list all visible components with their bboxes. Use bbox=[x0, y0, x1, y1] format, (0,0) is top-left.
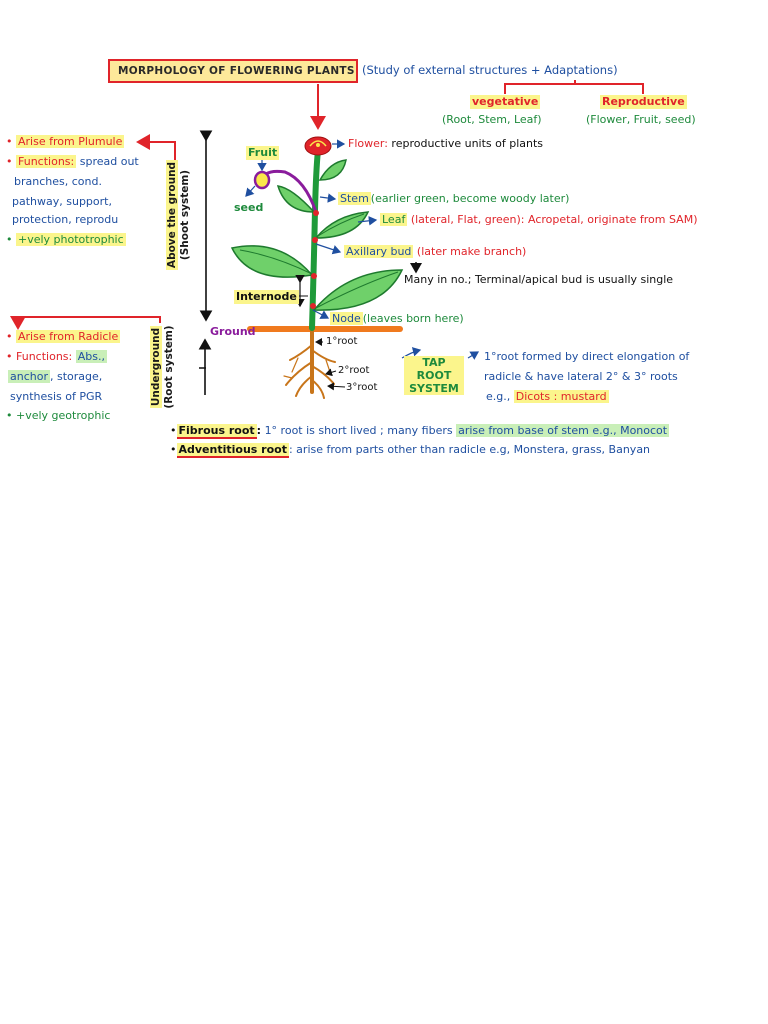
node-name: Node bbox=[330, 312, 363, 325]
above-ground-line1: Above the ground bbox=[166, 159, 178, 271]
underground-line2: (Root system) bbox=[163, 325, 175, 409]
tap-root-line1: 1°root formed by direct elongation of bbox=[484, 350, 690, 363]
root-tropism: • +vely geotrophic bbox=[6, 409, 111, 422]
tap-root-eg: e.g., bbox=[486, 390, 511, 403]
nodes bbox=[310, 210, 319, 309]
shoot-functions-line2: branches, cond. bbox=[14, 175, 102, 188]
root1-label: 1°root bbox=[326, 336, 358, 347]
adventitious-root-note: •Adventitious root: arise from parts oth… bbox=[170, 443, 651, 458]
root-tropism-text: +vely geotrophic bbox=[16, 409, 111, 422]
axillary-bud-label: Axillary bud (later make branch) bbox=[344, 245, 526, 259]
seed-label: seed bbox=[234, 201, 264, 214]
reproductive-items: (Flower, Fruit, seed) bbox=[586, 113, 696, 126]
leaf-desc: (lateral, Flat, green): bbox=[410, 213, 525, 226]
stem-label: Stem(earlier green, become woody later) bbox=[338, 192, 569, 206]
root-functions: • Functions: Abs., bbox=[6, 350, 107, 363]
adventitious-root-name: Adventitious root bbox=[176, 443, 289, 458]
shoot-functions: • Functions: spread out bbox=[6, 155, 139, 168]
stem-desc: (earlier green, become woody later) bbox=[370, 192, 570, 205]
axillary-name: Axillary bud bbox=[344, 245, 414, 258]
vegetative-items: (Root, Stem, Leaf) bbox=[442, 113, 542, 126]
shoot-functions-line3: pathway, support, bbox=[12, 195, 112, 208]
root-system bbox=[283, 328, 336, 399]
leaf-label: Leaf (lateral, Flat, green): Acropetal, … bbox=[380, 213, 697, 227]
root-abs: Abs., bbox=[75, 350, 107, 363]
flower-label: Flower: reproductive units of plants bbox=[348, 137, 543, 151]
shoot-arise: • Arise from Plumule bbox=[6, 135, 125, 148]
page-title: MORPHOLOGY OF FLOWERING PLANTS bbox=[118, 65, 355, 77]
leaves bbox=[230, 159, 404, 311]
node-label: Node(leaves born here) bbox=[330, 312, 464, 326]
fibrous-root-name: Fibrous root bbox=[176, 424, 257, 439]
tap-root-dicots: Dicots : mustard bbox=[513, 390, 609, 403]
root-arise: • Arise from Radicle bbox=[6, 330, 121, 343]
fibrous-root-note: •Fibrous root: 1° root is short lived ; … bbox=[170, 424, 670, 439]
fruit bbox=[253, 170, 271, 190]
node-desc: (leaves born here) bbox=[362, 312, 464, 325]
root3-label: 3°root bbox=[346, 382, 378, 393]
root-to-radicle-arrow bbox=[10, 316, 161, 330]
leaf-name: Leaf bbox=[380, 213, 408, 226]
root-functions-label: Functions: bbox=[16, 350, 73, 363]
fibrous-desc: 1° root is short lived ; many fibers bbox=[264, 424, 453, 437]
many-in-number-note: Many in no.; Terminal/apical bud is usua… bbox=[404, 273, 674, 286]
fruit-branch bbox=[265, 169, 318, 213]
internode-label: Internode bbox=[234, 290, 299, 304]
vegetative-label: vegetative bbox=[470, 95, 541, 109]
underground-line1: Underground bbox=[150, 325, 162, 409]
shoot-tropism-text: +vely phototrophic bbox=[16, 233, 126, 246]
fibrous-highlight: arise from base of stem e.g., Monocot bbox=[456, 424, 670, 437]
adventitious-desc: : arise from parts other than radicle e.… bbox=[288, 443, 651, 456]
shoot-functions-label: Functions: bbox=[16, 155, 77, 168]
root-anchor: anchor bbox=[8, 370, 50, 383]
above-ground-line2: (Shoot system) bbox=[179, 169, 191, 261]
title-subtitle: (Study of external structures + Adaptati… bbox=[362, 63, 618, 77]
above-ground-label: Above the ground (Shoot system) bbox=[166, 140, 192, 290]
flower bbox=[304, 136, 332, 156]
shoot-tropism: • +vely phototrophic bbox=[6, 233, 126, 246]
shoot-arise-text: Arise from Plumule bbox=[16, 135, 125, 148]
title-box: MORPHOLOGY OF FLOWERING PLANTS bbox=[108, 59, 358, 83]
tap-root-label-line2: SYSTEM bbox=[409, 382, 459, 395]
leaf-left-upper bbox=[276, 185, 316, 213]
tap-root-example: e.g., Dicots : mustard bbox=[486, 390, 609, 404]
shoot-functions-line1: spread out bbox=[79, 155, 139, 168]
leaf-left-large bbox=[230, 245, 314, 278]
leaf-right-large bbox=[312, 269, 404, 311]
root-storage: , storage, bbox=[49, 370, 103, 383]
tap-root-line2: radicle & have lateral 2° & 3° roots bbox=[484, 370, 678, 383]
tap-root-label-line1: TAP ROOT bbox=[416, 356, 452, 382]
root-synthesis: synthesis of PGR bbox=[10, 390, 103, 403]
leaf-right-mid bbox=[314, 211, 370, 239]
shoot-functions-line4: protection, reprodu bbox=[12, 213, 119, 226]
tap-root-label: TAP ROOT SYSTEM bbox=[404, 356, 464, 395]
leaf-top-right bbox=[318, 159, 347, 181]
stem-name: Stem bbox=[338, 192, 371, 205]
leaf-extra: Acropetal, originate from SAM) bbox=[528, 213, 698, 226]
underground-bracket bbox=[199, 340, 206, 395]
root-arise-text: Arise from Radicle bbox=[16, 330, 121, 343]
flower-desc: reproductive units of plants bbox=[391, 137, 544, 150]
flower-name: Flower: bbox=[348, 137, 388, 150]
axillary-desc: (later make branch) bbox=[416, 245, 527, 258]
ground-label: Ground bbox=[210, 325, 256, 338]
underground-label: Underground (Root system) bbox=[150, 324, 176, 410]
reproductive-label: Reproductive bbox=[600, 95, 687, 109]
fruit-label: Fruit bbox=[246, 146, 280, 160]
root2-label: 2°root bbox=[338, 365, 370, 376]
root-functions-line2: anchor, storage, bbox=[8, 370, 102, 384]
fibrous-colon: : bbox=[256, 424, 262, 437]
branch-connector bbox=[504, 83, 644, 94]
